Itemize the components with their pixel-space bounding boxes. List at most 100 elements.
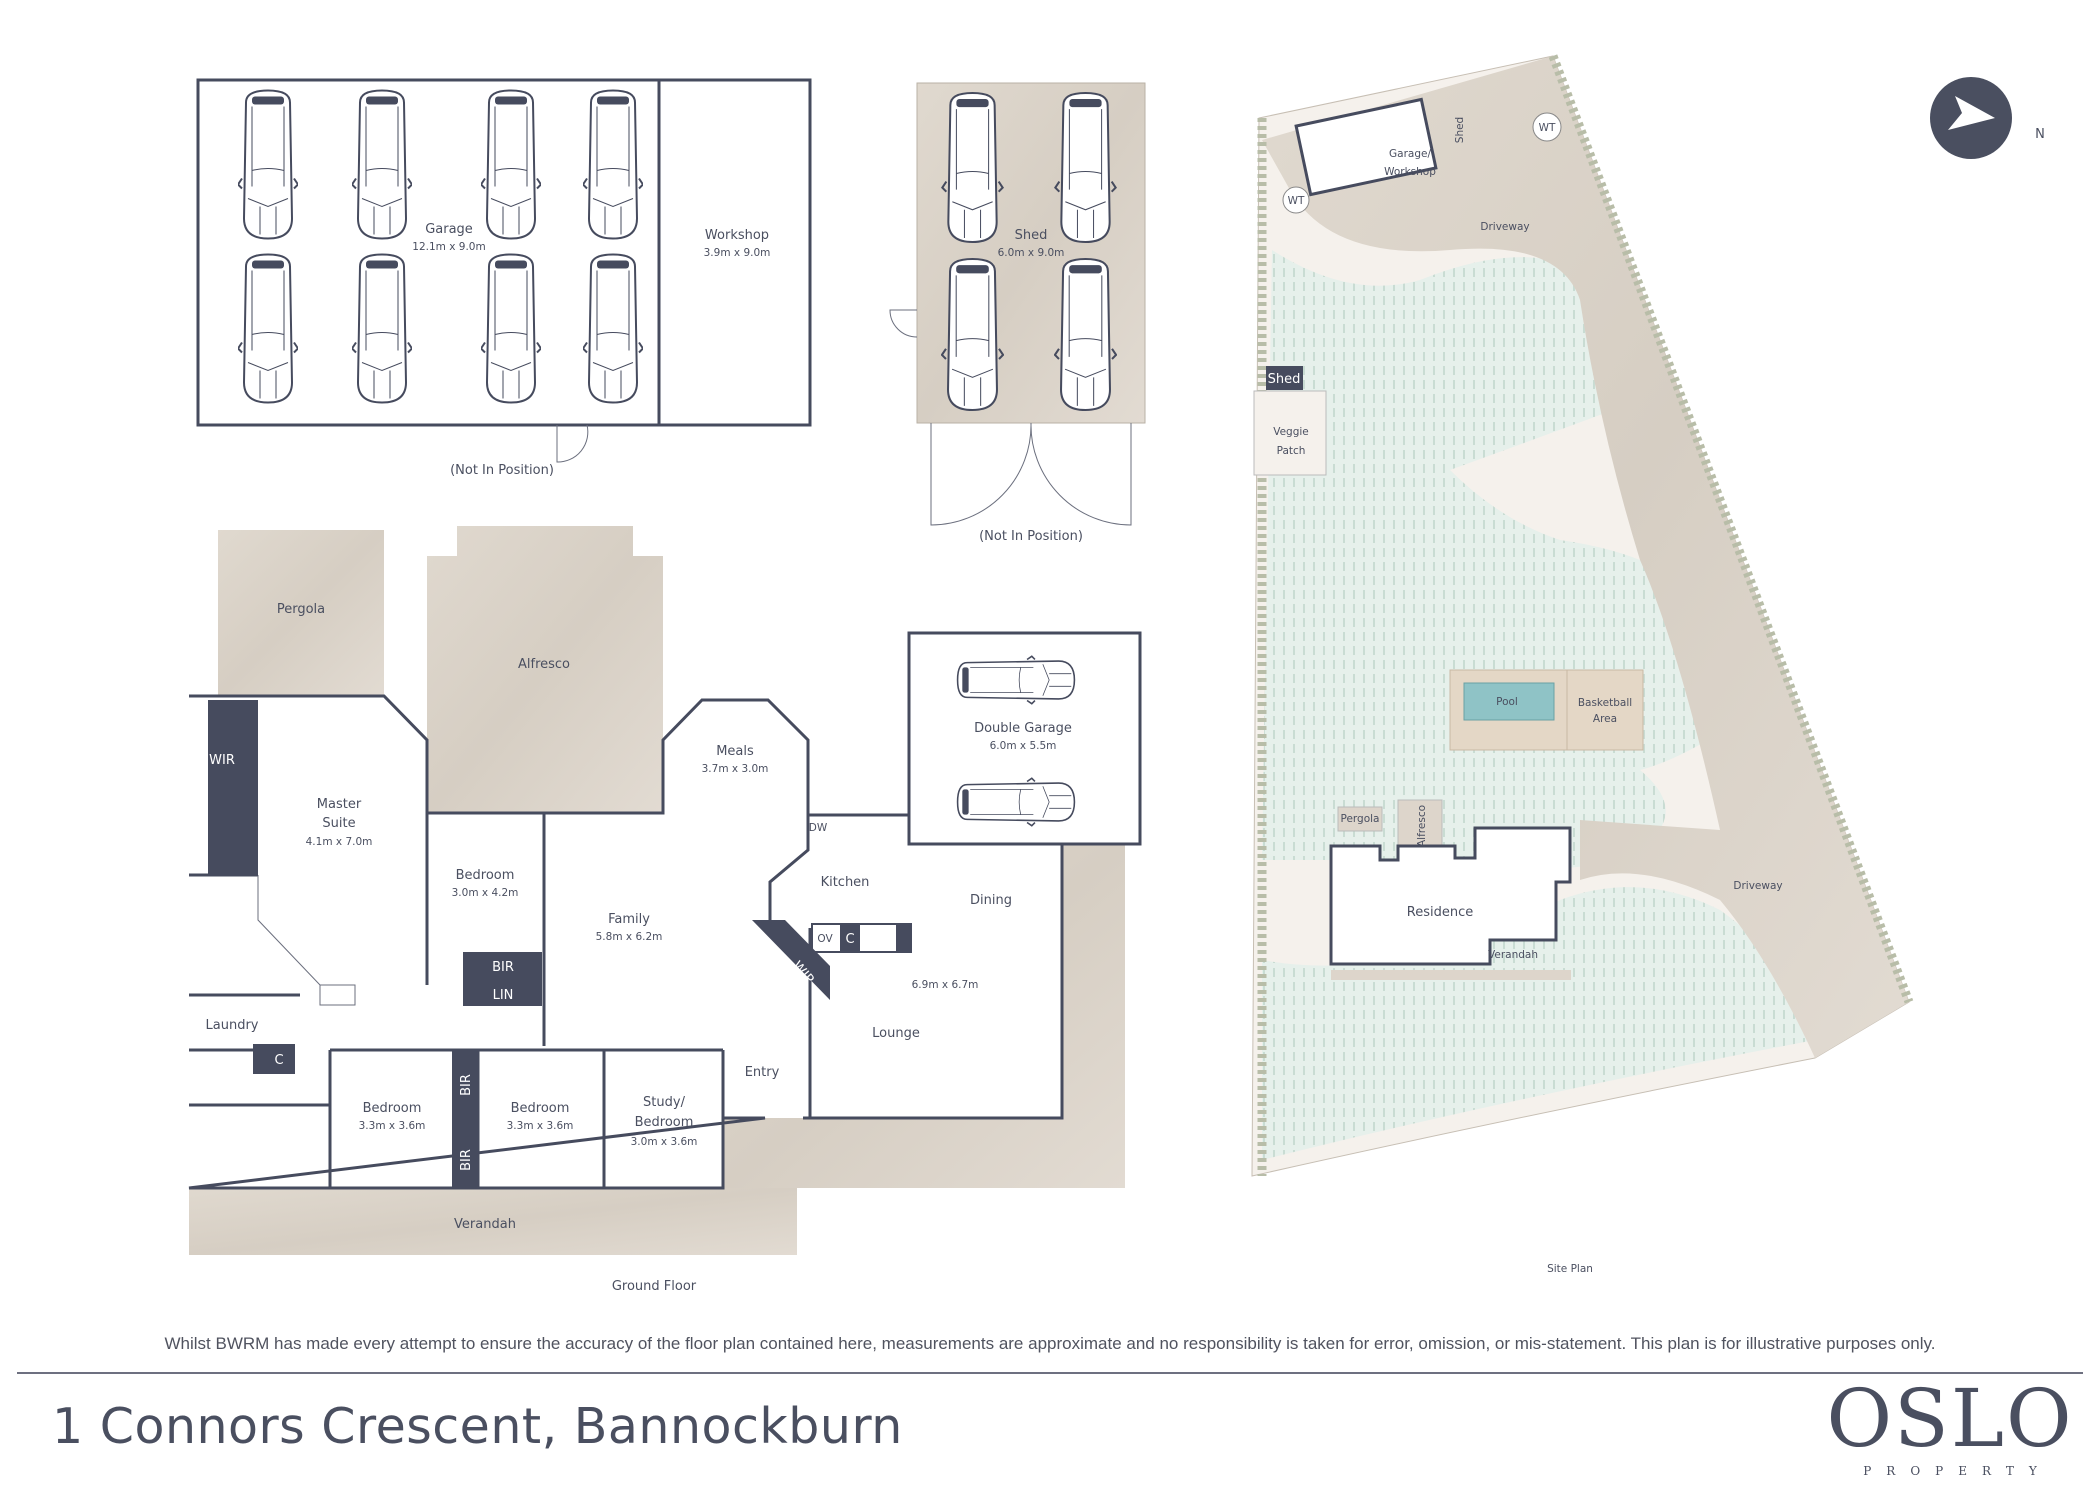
study-label-2: Bedroom xyxy=(635,1115,694,1130)
verandah-label: Verandah xyxy=(454,1217,516,1232)
logo-wordmark: OSLO xyxy=(1826,1372,2074,1465)
dw-label: DW xyxy=(809,822,828,834)
veggie-label-1: Veggie xyxy=(1273,426,1309,438)
property-address: 1 Connors Crescent, Bannockburn xyxy=(52,1398,903,1455)
ground-floor-plan: WIR BIR LIN BIR BIR C OV WIP C Pergola A… xyxy=(188,526,1142,1294)
garage-workshop-building: Garage 12.1m x 9.0m Workshop 3.9m x 9.0m… xyxy=(196,78,812,478)
study-dims: 3.0m x 3.6m xyxy=(631,1136,698,1148)
dining-label: Dining xyxy=(970,893,1012,908)
wir-label: WIR xyxy=(209,753,235,768)
car-icon xyxy=(941,257,1004,412)
car-icon xyxy=(583,253,643,404)
car-icon xyxy=(1054,257,1117,412)
oslo-logo: OSLO PROPERTY xyxy=(1815,1372,2085,1479)
double-garage-dims: 6.0m x 5.5m xyxy=(990,740,1057,752)
bir-c-label: BIR xyxy=(459,1149,474,1171)
wt-label: WT xyxy=(1288,195,1305,207)
compass: N xyxy=(1930,77,2045,159)
wir-block xyxy=(208,700,258,876)
pool-shape xyxy=(1463,682,1555,721)
car-icon xyxy=(583,89,643,240)
meals-dims: 3.7m x 3.0m xyxy=(702,763,769,775)
bir-lin-block xyxy=(463,952,542,1006)
basketball-label-1: Basketball xyxy=(1578,697,1632,709)
shed-label: Shed xyxy=(1015,228,1048,243)
north-label: N xyxy=(2035,127,2045,142)
workshop-dims: 3.9m x 9.0m xyxy=(704,247,771,259)
master-label-2: Suite xyxy=(322,816,355,831)
lawn xyxy=(1262,887,1815,1160)
bedroom-c-label: Bedroom xyxy=(511,1101,570,1116)
car-icon xyxy=(941,91,1004,244)
bedroom-b-dims: 3.3m x 3.6m xyxy=(359,1120,426,1132)
shed-note: (Not In Position) xyxy=(979,529,1083,544)
disclaimer-text: Whilst BWRM has made every attempt to en… xyxy=(164,1334,1936,1353)
site-alfresco-label: Alfresco xyxy=(1416,805,1428,847)
site-garage-label-1: Garage/ xyxy=(1389,148,1431,160)
driveway-bottom-label: Driveway xyxy=(1733,880,1782,892)
veggie-label-2: Patch xyxy=(1277,445,1306,457)
residence-label: Residence xyxy=(1407,905,1473,920)
basketball-label-2: Area xyxy=(1593,713,1617,725)
study-label-1: Study/ xyxy=(643,1095,686,1110)
site-garage-label-2: Workshop xyxy=(1384,166,1436,178)
bedroom-c-dims: 3.3m x 3.6m xyxy=(507,1120,574,1132)
ov-label: OV xyxy=(817,933,833,945)
ground-floor-caption: Ground Floor xyxy=(612,1279,697,1294)
car-icon xyxy=(238,89,298,240)
north-arrow-icon xyxy=(1948,96,1995,130)
driveway xyxy=(1262,56,1909,1058)
footer-divider xyxy=(17,1372,2083,1374)
bir-b-label: BIR xyxy=(459,1074,474,1096)
garage-dims: 12.1m x 9.0m xyxy=(412,241,485,253)
car-icon xyxy=(481,89,541,240)
shed-building: Shed 6.0m x 9.0m (Not In Position) xyxy=(889,82,1146,544)
bedroom-a-label: Bedroom xyxy=(456,868,515,883)
driveway-top-label: Driveway xyxy=(1480,221,1529,233)
bedroom-b-label: Bedroom xyxy=(363,1101,422,1116)
master-dims: 4.1m x 7.0m xyxy=(306,836,373,848)
workshop-label: Workshop xyxy=(705,228,769,243)
entry-label: Entry xyxy=(745,1065,780,1080)
laundry-label: Laundry xyxy=(206,1018,259,1033)
car-icon xyxy=(352,253,412,404)
bir-column xyxy=(452,1050,478,1188)
double-door-icon xyxy=(930,422,1132,526)
laundry-c-label: C xyxy=(274,1053,283,1068)
shed-dims: 6.0m x 9.0m xyxy=(998,247,1065,259)
lounge-dims: 6.9m x 6.7m xyxy=(912,979,979,991)
pool-label: Pool xyxy=(1496,696,1518,708)
garage-label: Garage xyxy=(425,222,473,237)
master-label-1: Master xyxy=(317,797,362,812)
site-shed-label: Shed xyxy=(1268,372,1301,387)
water-tank-icon xyxy=(1532,112,1562,142)
site-shed-top-label: Shed xyxy=(1454,117,1466,143)
lin-label: LIN xyxy=(493,988,514,1003)
wt-label: WT xyxy=(1539,122,1556,134)
site-plan-caption: Site Plan xyxy=(1547,1263,1593,1275)
bedroom-a-dims: 3.0m x 4.2m xyxy=(452,887,519,899)
double-garage-label: Double Garage xyxy=(974,721,1072,736)
door-icon xyxy=(556,424,589,463)
kitchen-label: Kitchen xyxy=(821,875,870,890)
site-pergola-label: Pergola xyxy=(1341,813,1380,825)
site-plan: Garage/ Workshop Shed WT WT Driveway She… xyxy=(1251,54,1914,1275)
garage-note: (Not In Position) xyxy=(450,463,554,478)
water-tank-icon xyxy=(1282,186,1310,214)
car-icon xyxy=(481,253,541,404)
hedge xyxy=(1548,54,1914,1004)
family-label: Family xyxy=(608,912,650,927)
car-icon xyxy=(1054,91,1117,244)
logo-subtitle: PROPERTY xyxy=(1863,1464,2052,1478)
car-icon xyxy=(956,777,1076,827)
car-icon xyxy=(238,253,298,404)
alfresco-label: Alfresco xyxy=(518,657,570,672)
lounge-label: Lounge xyxy=(872,1026,920,1041)
meals-label: Meals xyxy=(716,744,754,759)
car-icon xyxy=(352,89,412,240)
door-icon xyxy=(889,309,918,338)
kitchen-c-label: C xyxy=(845,932,854,947)
car-icon xyxy=(956,655,1076,705)
family-dims: 5.8m x 6.2m xyxy=(596,931,663,943)
